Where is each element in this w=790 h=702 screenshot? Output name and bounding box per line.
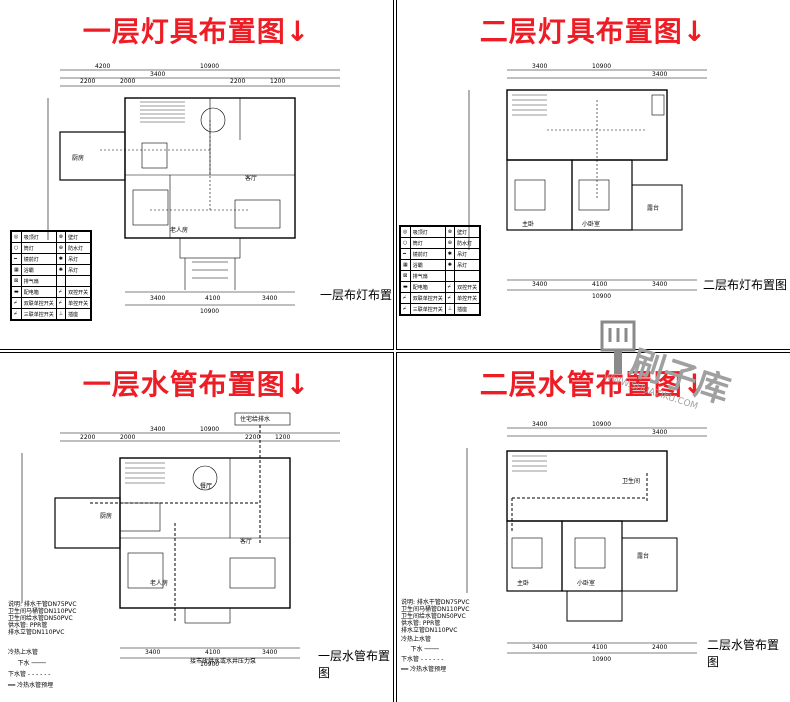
svg-text:3400: 3400	[652, 281, 667, 288]
svg-text:2200: 2200	[230, 78, 245, 85]
floor-plan-drawing: 3400 10900 3400 3400 4100 2400 10900 主卧 小…	[466, 421, 707, 663]
svg-text:1200: 1200	[275, 434, 290, 441]
panel-title: 二层水管布置图↓	[479, 368, 708, 401]
svg-text:2200: 2200	[80, 78, 95, 85]
svg-text:厨房: 厨房	[72, 154, 84, 162]
svg-text:3400: 3400	[532, 63, 547, 70]
svg-text:10900: 10900	[200, 426, 219, 433]
svg-text:10900: 10900	[200, 661, 219, 668]
svg-text:3400: 3400	[262, 649, 277, 656]
svg-text:3400: 3400	[150, 71, 165, 78]
svg-text:餐厅: 餐厅	[200, 482, 212, 490]
plumbing-legend: 冷热上水管 下水 ──── 下水管 - - - - - - ━━ 冷热水管预埋	[401, 636, 447, 673]
floor-plan-drawing: 3400 10900 3400 3400 4100 3400 10900 主卧 小…	[468, 63, 707, 300]
svg-text:3400: 3400	[652, 71, 667, 78]
panel-title: 一层水管布置图↓	[82, 368, 311, 401]
drawing-caption: 一层水管布置图	[318, 649, 391, 680]
svg-text:4100: 4100	[205, 295, 220, 302]
lighting-legend: ◎吸顶灯⊗壁灯 ○筒灯⊕防水灯 ━镜前灯✱吊灯 ▦浴霸✺吊灯 ⊠排气扇 ▬配电箱…	[399, 225, 482, 316]
svg-text:1200: 1200	[270, 78, 285, 85]
svg-text:主卧: 主卧	[522, 220, 534, 228]
svg-text:4100: 4100	[592, 644, 607, 651]
svg-text:接市政供水或水井压力泵: 接市政供水或水井压力泵	[190, 657, 256, 665]
svg-text:2200: 2200	[245, 434, 260, 441]
svg-text:卫生间: 卫生间	[622, 477, 640, 485]
svg-text:老人房: 老人房	[170, 226, 188, 234]
floor-plan-drawing: 4200 10900 2200 2000 3400 2200 1200 3400 41…	[47, 63, 340, 315]
svg-text:4200: 4200	[95, 63, 110, 70]
svg-text:10900: 10900	[200, 63, 219, 70]
watermark-brush-icon	[600, 320, 636, 380]
svg-text:3400: 3400	[532, 281, 547, 288]
plumbing-legend: 冷热上水管 下水 ──── 下水管 - - - - - - ━━ 冷热水管预埋	[8, 649, 54, 689]
svg-text:3400: 3400	[150, 426, 165, 433]
drawing-caption: 二层布灯布置图	[703, 278, 788, 292]
svg-text:2000: 2000	[120, 434, 135, 441]
svg-text:3400: 3400	[652, 429, 667, 436]
panel-first-floor-lighting: 一层灯具布置图↓	[0, 0, 394, 350]
svg-text:4100: 4100	[205, 649, 220, 656]
svg-text:10900: 10900	[592, 656, 611, 663]
lighting-legend: ◎吸顶灯⊗壁灯 ○筒灯⊕防水灯 ━镜前灯✱吊灯 ▦浴霸✺吊灯 ⊠排气扇 ▬配电箱…	[10, 230, 93, 321]
drawing-caption: 一层布灯布置	[320, 288, 393, 302]
panel-title: 二层灯具布置图↓	[479, 15, 708, 48]
svg-text:3400: 3400	[145, 649, 160, 656]
svg-text:小卧室: 小卧室	[582, 220, 600, 228]
svg-text:露台: 露台	[647, 204, 659, 212]
svg-text:3400: 3400	[532, 644, 547, 651]
svg-text:小卧室: 小卧室	[577, 579, 595, 587]
svg-text:露台: 露台	[637, 552, 649, 560]
svg-text:主卧: 主卧	[517, 579, 529, 587]
svg-text:10900: 10900	[592, 63, 611, 70]
svg-text:3400: 3400	[532, 421, 547, 428]
svg-text:10900: 10900	[592, 293, 611, 300]
plumbing-notes: 说明: 排水干管DN75PVC 卫生间马桶管DN110PVC 卫生间给水管DN5…	[401, 599, 470, 634]
floor-plan-drawing: 2200 2000 3400 10900 2200 1200 3400 4100 34…	[21, 412, 340, 668]
svg-text:2200: 2200	[80, 434, 95, 441]
svg-text:4100: 4100	[592, 281, 607, 288]
panel-first-floor-plumbing: 一层水管布置图↓	[0, 352, 394, 702]
svg-text:10900: 10900	[200, 308, 219, 315]
svg-text:3400: 3400	[150, 295, 165, 302]
svg-text:厨房: 厨房	[100, 512, 112, 520]
svg-text:10900: 10900	[592, 421, 611, 428]
svg-text:住宅给排水: 住宅给排水	[240, 415, 270, 423]
panel-second-floor-lighting: 二层灯具布置图↓	[396, 0, 790, 350]
plumbing-notes: 说明: 排水干管DN75PVC 卫生间马桶管DN110PVC 卫生间给水管DN5…	[8, 601, 77, 636]
panel-title: 一层灯具布置图↓	[82, 15, 311, 48]
panel-second-floor-plumbing: 二层水管布置图↓	[396, 352, 790, 702]
svg-text:2400: 2400	[652, 644, 667, 651]
svg-text:客厅: 客厅	[245, 174, 257, 182]
svg-text:老人房: 老人房	[150, 579, 168, 587]
svg-text:客厅: 客厅	[240, 537, 252, 545]
drawing-caption: 二层水管布置图	[707, 638, 780, 669]
svg-text:2000: 2000	[120, 78, 135, 85]
svg-text:3400: 3400	[262, 295, 277, 302]
